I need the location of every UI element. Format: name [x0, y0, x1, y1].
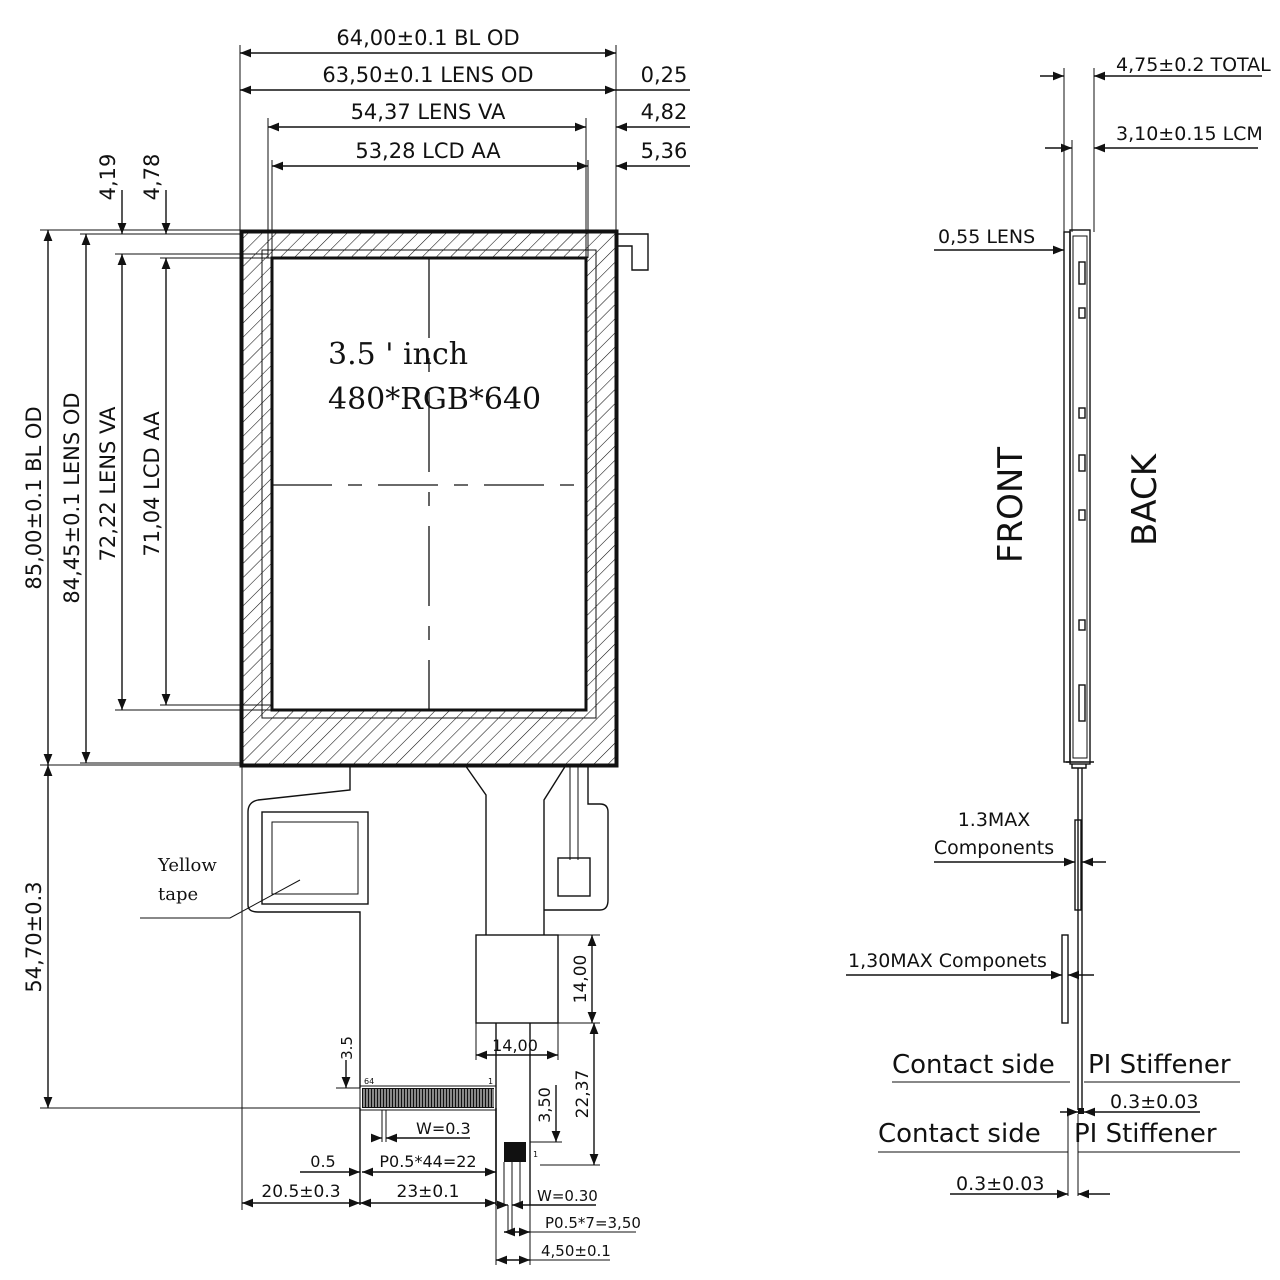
pi-stiffener-1: PI Stiffener	[1088, 1050, 1231, 1080]
dim-lens-va-height: 72,22 LENS VA	[96, 406, 120, 561]
dim-w030: W=0.30	[537, 1187, 598, 1205]
side-clip	[1078, 684, 1086, 722]
yellow-tape-label-2: tape	[158, 884, 198, 905]
contact-side-1: Contact side	[892, 1050, 1055, 1080]
dim-lens-thickness: 0,55 LENS	[938, 226, 1035, 248]
side-view: 4,75±0.2 TOTAL 3,10±0.15 LCM 0,55 LENS F…	[846, 54, 1271, 1199]
side-component-1	[1074, 819, 1082, 911]
pin-label-a: 64	[364, 1077, 374, 1086]
thickness-2: 0.3±0.03	[956, 1173, 1044, 1195]
dim-05: 0.5	[310, 1152, 335, 1171]
dim-2237: 22,37	[573, 1070, 593, 1119]
main-connector-pads	[362, 1088, 494, 1108]
side-clip	[1078, 261, 1086, 285]
comp1-label-a: 1.3MAX	[958, 809, 1031, 831]
dim-stiffener-width: 14,00	[492, 1036, 538, 1055]
lens-outline	[239, 229, 619, 768]
fpc-outline-right	[543, 764, 609, 935]
dim-fpc-length: 54,70±0.3	[22, 881, 46, 992]
comp2-label: 1,30MAX Componets	[848, 950, 1047, 972]
back-label: BACK	[1125, 452, 1165, 546]
contact-side-2: Contact side	[878, 1119, 1041, 1149]
dim-right-536: 5,36	[641, 139, 688, 163]
screen-size-label: 3.5 ' inch	[328, 337, 468, 372]
bezel-hatch	[242, 232, 616, 765]
dim-lcm-thickness: 3,10±0.15 LCM	[1116, 123, 1263, 145]
backlight-outline	[240, 230, 618, 767]
dim-lcd-aa-width: 53,28 LCD AA	[355, 139, 501, 163]
small-component	[557, 857, 591, 897]
side-clip	[1078, 509, 1086, 521]
dim-23: 23±0.1	[397, 1182, 460, 1202]
dim-bl-od-width: 64,00±0.1 BL OD	[336, 26, 519, 50]
dim-lens-od-height: 84,45±0.1 LENS OD	[60, 392, 84, 603]
secondary-contact-pad	[504, 1142, 526, 1162]
screen-resolution-label: 480*RGB*640	[328, 382, 541, 417]
dim-w03: W=0.3	[416, 1119, 471, 1138]
side-lens	[1063, 231, 1071, 763]
pi-stiffener-2: PI Stiffener	[1074, 1119, 1217, 1149]
top-tab	[616, 233, 649, 271]
side-lcm-body	[1069, 229, 1091, 765]
dim-35: 3.5	[338, 1036, 356, 1060]
thickness-1: 0.3±0.03	[1110, 1091, 1198, 1113]
dim-top-478: 4,78	[140, 154, 164, 201]
front-view: 3.5 ' inch 480*RGB*640 64,00±0.1 BL OD 6…	[22, 26, 690, 1265]
dim-bl-od-height: 85,00±0.1 BL OD	[22, 406, 46, 589]
dim-350-vert: 3,50	[535, 1087, 554, 1123]
pin-label-c: 1	[533, 1150, 538, 1159]
side-clip	[1078, 407, 1086, 419]
dim-lens-va-width: 54,37 LENS VA	[351, 100, 506, 124]
fpc-outline-center	[464, 764, 487, 935]
yellow-tape-area	[261, 811, 369, 905]
dim-pitch7: P0.5*7=3,50	[545, 1214, 641, 1232]
side-stiffener	[1078, 1108, 1084, 1114]
side-clip	[1078, 619, 1086, 631]
dim-right-025: 0,25	[641, 63, 688, 87]
dim-right-482: 4,82	[641, 100, 688, 124]
stiffener-square	[475, 934, 559, 1024]
dim-pitch44: P0.5*44=22	[379, 1152, 476, 1171]
dim-205: 20.5±0.3	[261, 1182, 340, 1202]
fpc-outline-left	[247, 765, 361, 1088]
pin-label-b: 1	[488, 1077, 493, 1086]
dim-lcd-aa-height: 71,04 LCD AA	[140, 411, 164, 557]
side-component-2	[1061, 934, 1069, 1024]
dim-stiffener-height: 14,00	[571, 955, 591, 1004]
comp1-label-b: Components	[934, 837, 1054, 859]
active-area-inner	[261, 249, 597, 719]
dim-lens-od-width: 63,50±0.1 LENS OD	[322, 63, 533, 87]
side-clip	[1078, 454, 1086, 472]
dim-450: 4,50±0.1	[541, 1242, 611, 1260]
front-label: FRONT	[991, 447, 1031, 563]
side-clip	[1078, 307, 1086, 319]
dim-total-thickness: 4,75±0.2 TOTAL	[1116, 54, 1271, 76]
yellow-tape-label-1: Yellow	[157, 855, 217, 876]
dim-top-419: 4,19	[96, 154, 120, 201]
